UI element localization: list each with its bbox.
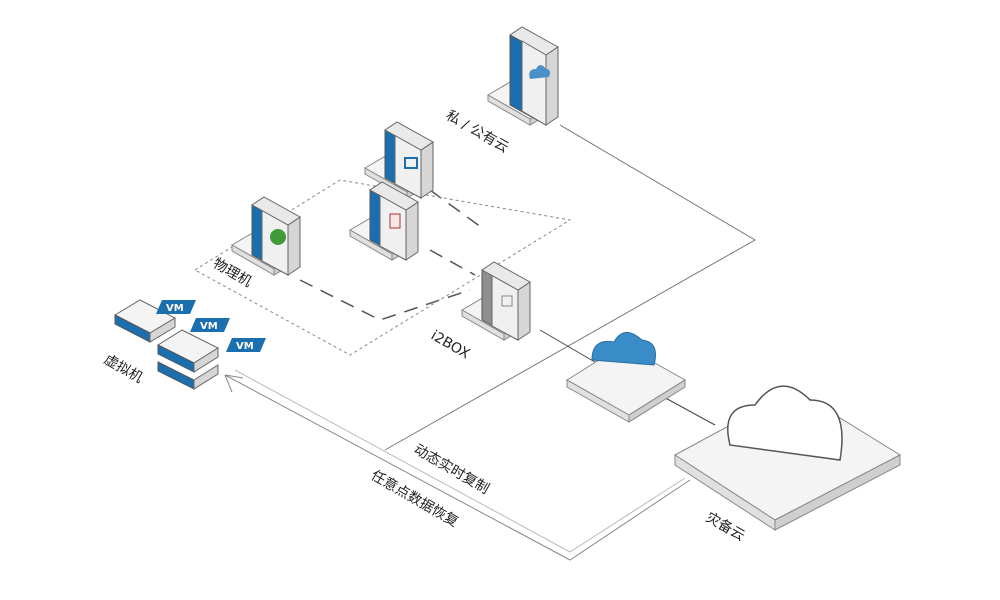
box-icon [501,295,513,307]
i2box-server [461,261,531,341]
cloud-server [487,26,559,126]
label-disaster-cloud: 灾备云 [703,509,748,545]
replication-cloud [566,332,686,423]
replication-to-disaster-link [659,394,716,426]
cloud-server-link [384,124,756,451]
cloud-icon [529,65,550,79]
ie-icon [270,229,286,245]
label-realtime-replication: 动态实时复制 [411,441,492,498]
vm-tag-label: VM [236,341,254,352]
restore-arrow-head [224,374,244,393]
disaster-cloud-icon [727,385,843,461]
label-physical: 物理机 [210,256,254,291]
connections [224,124,756,561]
restore-arrow-path-inner [234,369,686,553]
vm-stack [113,299,220,390]
replication-cloud-icon [591,332,656,366]
vm-tag-label: VM [200,321,218,332]
vm-tag-3: VM [226,338,266,352]
document-server [349,181,419,261]
physical-group-boundary [194,179,572,356]
label-cloud-private-public: 私 / 公有云 [443,108,511,157]
vm-tag-1: VM [156,300,196,314]
monitor-server [364,121,434,199]
label-virtual: 虚拟机 [101,352,145,387]
dashed-links [299,189,486,321]
disaster-cloud [674,385,902,531]
monitor-icon [404,157,418,169]
vm-tag-2: VM [190,318,230,332]
restore-arrow-path [224,374,691,561]
ie-server [231,196,301,276]
i2box-to-replication-link [539,329,601,366]
vm-tag-label: VM [166,303,184,314]
label-i2box: i2BOX [428,328,473,363]
document-icon [389,213,401,229]
